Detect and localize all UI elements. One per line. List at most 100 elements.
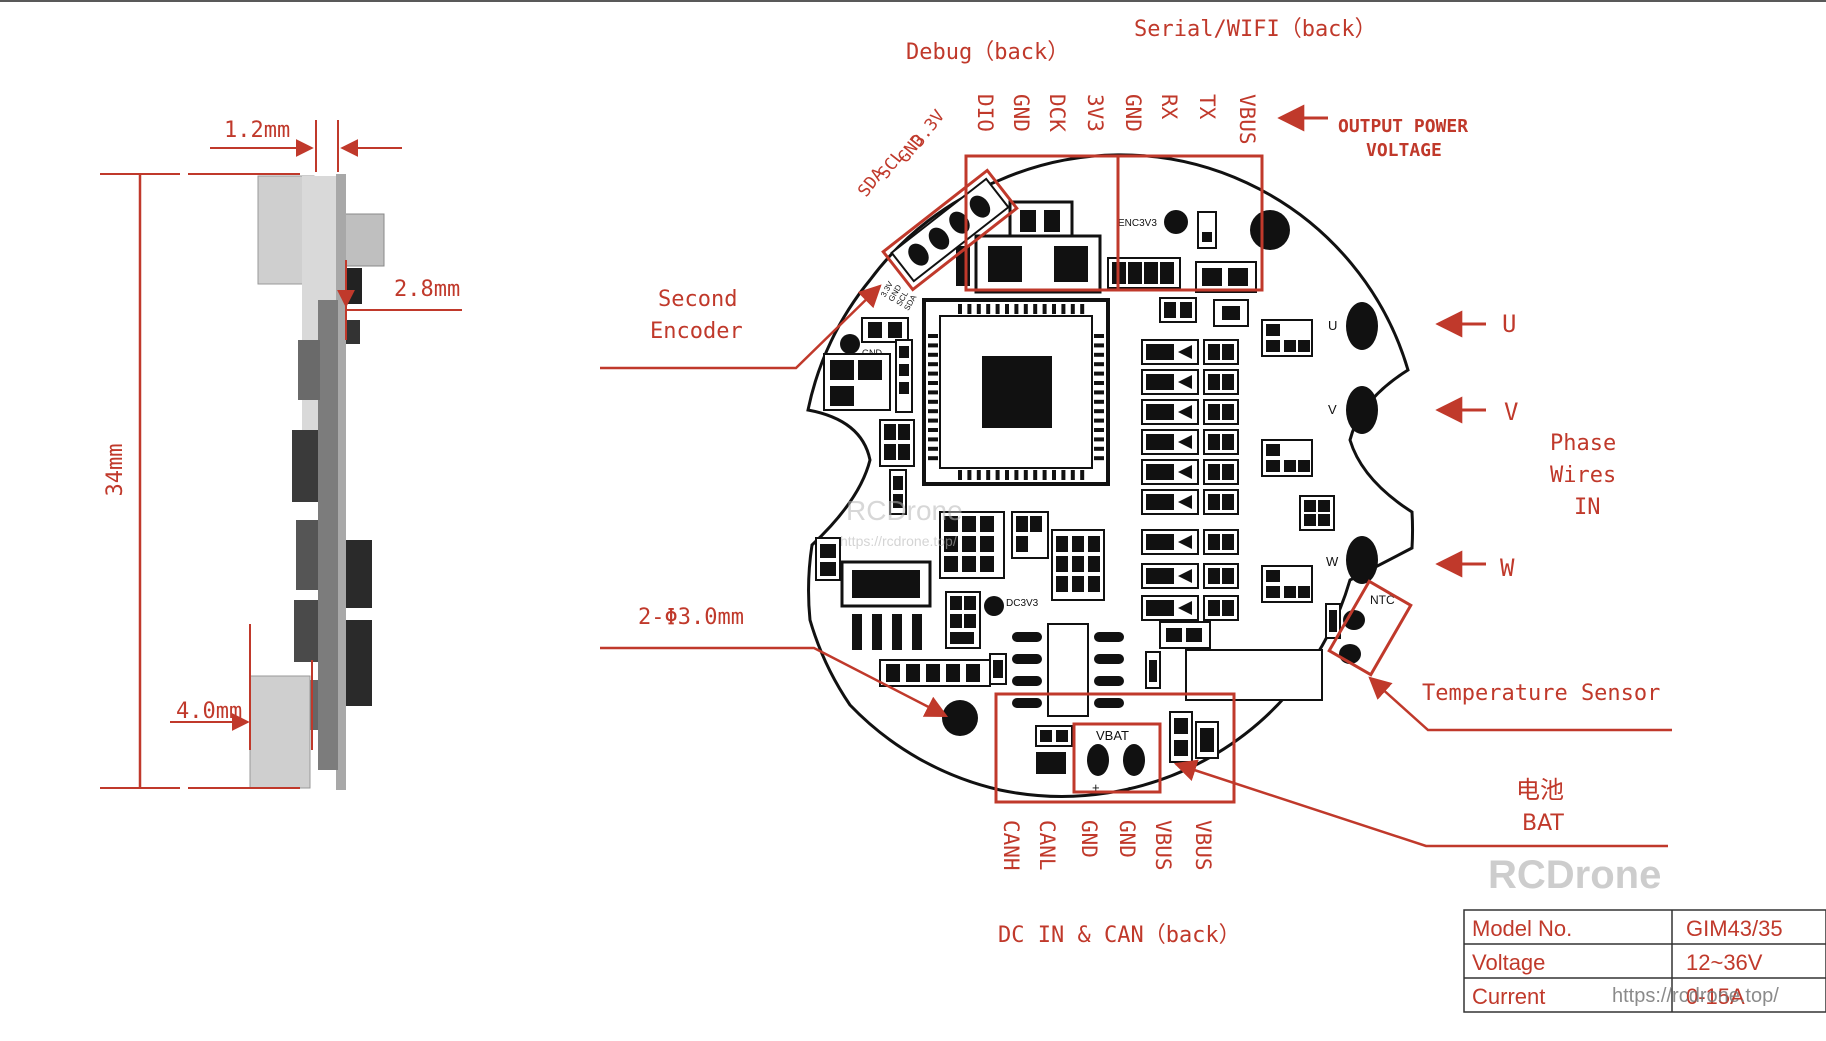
silk-enc3v3: ENC3V3 <box>1118 218 1157 229</box>
mcu-pin <box>1094 343 1104 348</box>
spec-value: 12~36V <box>1686 950 1763 975</box>
mosfet-pin <box>1178 535 1192 549</box>
board-watermark-brand: RCDrone <box>846 495 963 526</box>
mcu-pin <box>1042 470 1047 480</box>
spec-label: Current <box>1472 984 1545 1009</box>
silk-w: W <box>1326 554 1339 569</box>
i2c-highlight-box <box>881 168 1019 292</box>
ntc-highlight-box <box>1327 579 1413 677</box>
silk-plus: + <box>1092 780 1100 795</box>
vbat-highlight-box <box>1072 722 1162 794</box>
mosfet-pin <box>1178 569 1192 583</box>
mcu-pin <box>1033 470 1038 480</box>
dcin-can-title: DC IN & CAN（back） <box>998 923 1241 948</box>
mosfet-pin <box>1178 345 1192 359</box>
second-encoder-line2: Encoder <box>650 319 743 344</box>
side-pcb-edge <box>336 174 346 790</box>
side-component-stack <box>318 300 338 770</box>
bottom-pin-label: GND <box>1115 820 1139 858</box>
mcu-pin <box>1094 409 1104 414</box>
mcu-pin <box>928 446 938 451</box>
mcu-pin <box>1014 470 1019 480</box>
mcu-pin <box>1023 304 1028 314</box>
phase-w-label: W <box>1500 554 1515 582</box>
mcu-pin <box>1094 352 1104 357</box>
phase-wires-line1: Phase <box>1550 431 1616 456</box>
battery-leader <box>1173 759 1668 848</box>
bottom-pin-label: CANH <box>999 820 1023 871</box>
bat-pad-plus <box>1087 744 1109 776</box>
second-encoder-leader <box>600 284 882 370</box>
phase-shunts <box>1261 319 1341 639</box>
left-components: GND <box>815 317 1007 687</box>
spec-label: Voltage <box>1472 950 1545 975</box>
mosfet-body <box>1146 464 1174 480</box>
mcu-pin <box>1094 399 1104 404</box>
mcu-pin <box>1033 304 1038 314</box>
mosfet-pin <box>1178 405 1192 419</box>
bat-pad-minus <box>1123 744 1145 776</box>
mcu-pin <box>1052 304 1056 314</box>
mcu-pin <box>1094 390 1104 395</box>
mcu-pin <box>976 470 981 480</box>
mcu-pin <box>928 381 938 385</box>
spec-value: GIM43/35 <box>1686 916 1783 941</box>
mcu-pin <box>928 456 938 461</box>
mosfet-pin <box>1178 375 1192 389</box>
mcu-pin <box>928 437 938 442</box>
silk-u: U <box>1328 318 1337 333</box>
phase-pad-u <box>1346 302 1378 350</box>
i2c-pads <box>890 177 1010 283</box>
output-power-line2: VOLTAGE <box>1366 140 1442 161</box>
mosfet-body <box>1146 600 1174 616</box>
battery-label-cn: 电池 <box>1516 776 1564 804</box>
phase-v-label: V <box>1504 398 1518 426</box>
top-pin-label: DCK <box>1045 94 1069 132</box>
bottom-pin-label: VBUS <box>1191 820 1215 871</box>
mcu-pin <box>928 352 938 357</box>
corner-watermark: RCDrone <box>1488 853 1661 897</box>
mcu-pin <box>1094 362 1104 367</box>
mcu-pin <box>1094 437 1104 442</box>
mcu-pin <box>1080 304 1085 314</box>
mcu-pin <box>1052 470 1056 480</box>
mcu-pin <box>1061 470 1066 480</box>
mcu-pin <box>1094 371 1104 376</box>
test-point <box>1164 210 1188 234</box>
mosfet-pin <box>1178 601 1192 615</box>
temp-sensor-label: Temperature Sensor <box>1422 681 1660 706</box>
mount-hole-top <box>1250 210 1290 250</box>
mcu-pin <box>986 470 991 480</box>
mosfet-pin <box>1178 435 1192 449</box>
mcu-pin <box>1042 304 1047 314</box>
mosfet-pin <box>1178 495 1192 509</box>
mcu-pin <box>986 304 991 314</box>
mcu-pin <box>928 428 938 432</box>
mosfet-body <box>1146 404 1174 420</box>
silk-v: V <box>1328 402 1337 417</box>
dim-bottom-label: 4.0mm <box>176 699 242 724</box>
spec-value: 0-15A <box>1686 984 1745 1009</box>
mcu-pin <box>976 304 981 314</box>
side-connector-bottom <box>249 675 311 789</box>
phase-pad-w <box>1346 536 1378 584</box>
mcu-pin <box>928 390 938 395</box>
top-pin-label: GND <box>1121 94 1145 132</box>
mcu-pin <box>967 470 972 480</box>
mcu-pin <box>928 409 938 414</box>
phase-wires-line3: IN <box>1574 495 1601 520</box>
mcu-pin <box>1014 304 1019 314</box>
mcu-pin <box>1094 418 1104 423</box>
top-pin-label: 3V3 <box>1083 94 1107 132</box>
side-connector-small <box>343 213 385 267</box>
dim-height-label: 34mm <box>103 444 128 497</box>
top-pin-label: DIO <box>973 94 997 132</box>
silk-dc3v3: DC3V3 <box>1006 598 1039 609</box>
center-components: DC3V3 <box>939 511 1323 717</box>
mount-holes-leader <box>600 646 949 718</box>
